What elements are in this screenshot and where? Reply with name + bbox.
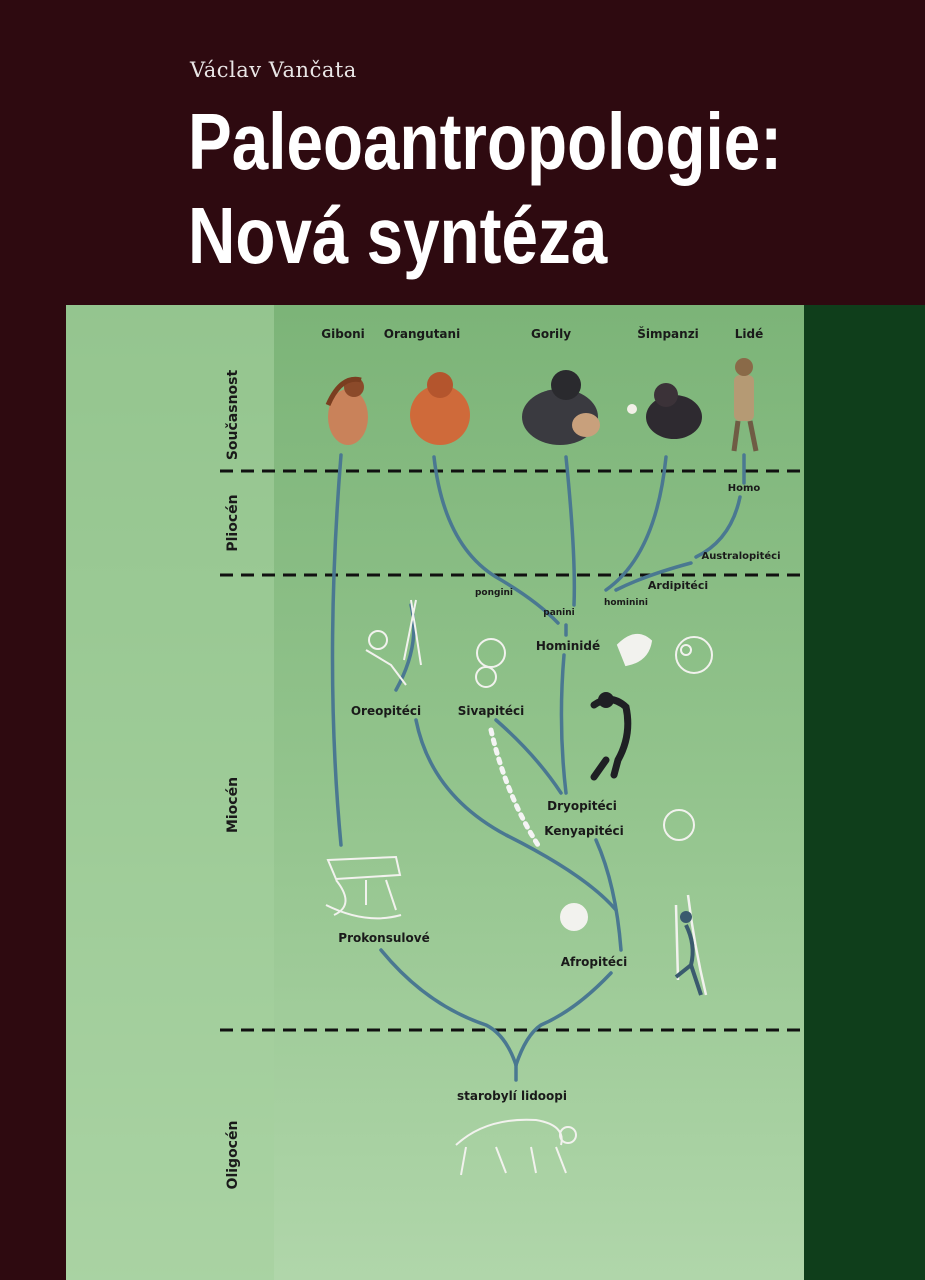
oreopithecus-skeleton-icon [365,599,422,686]
dryopithecus-figure-icon [590,692,632,781]
epoch-label-miocene: Miocén [225,777,241,833]
taxon-chimpanzees: Šimpanzi [637,326,699,341]
fossil-sketches [325,599,713,1176]
human-lineage-australopith [614,561,693,592]
chimpanzee-lineage [604,455,668,592]
orangutan-figure-icon [410,372,470,445]
afropithecine-lineage [514,971,613,1067]
label-panini: panini [543,608,575,618]
taxon-orangutans: Orangutani [384,327,460,341]
lineage-lines [330,453,746,1082]
label-australopithecines: Australopitéci [701,550,780,562]
title-line-2: Nová syntéza [188,191,608,280]
ancient-ape-skeleton-icon [455,1118,577,1176]
hominid-skull-icon [616,634,653,667]
author-name: Václav Vančata [190,58,357,82]
label-ardipithecines: Ardipitéci [648,579,708,592]
afropithecus-figure-icon [674,894,708,996]
gibbon-figure-icon [325,376,368,445]
epoch-label-present: Současnost [225,370,241,461]
label-oreopithecines: Oreopitéci [351,704,421,718]
epoch-label-oligocene: Oligocén [225,1121,241,1190]
taxon-humans: Lidé [735,327,764,341]
epoch-label-pliocene: Pliocén [225,494,241,551]
book-title: Paleoantropologie: Nová syntéza [188,95,782,283]
label-dryopithecines: Dryopitéci [547,799,617,813]
sivapithecus-skull-icon [475,638,506,688]
cover-top-band [0,0,925,305]
afropithecine-skull-icon [560,903,588,931]
label-afropithecines: Afropitéci [561,955,627,969]
label-hominidae: Hominidé [536,639,600,653]
sivapithecus-dotted-lineage [488,727,541,848]
kenyapithecus-lineage [594,838,623,952]
gorilla-figure-icon [522,370,600,445]
cover-left-band [0,305,66,1280]
proconsul-skeleton-icon [325,855,402,920]
label-kenyapithecines: Kenyapitéci [544,824,624,838]
cover-right-band [804,305,925,1280]
phylogeny-diagram: Současnost Pliocén Miocén Oligocén Gibon… [66,305,804,1280]
human-lineage-homo [694,495,742,559]
gibbon-lineage [330,453,343,847]
taxon-gibbons: Giboni [321,327,364,341]
label-hominini: hominini [604,598,648,608]
gorilla-lineage [564,455,577,607]
label-ancient-apes: starobylí lidoopi [457,1089,567,1103]
label-homo: Homo [728,483,761,494]
orangutan-lineage [432,455,560,625]
chimpanzee-figure-icon [627,383,702,439]
sivapithecus-to-dryopithecus [494,718,563,795]
hominid-trunk [559,653,568,795]
label-ponginae: pongini [475,588,513,598]
label-proconsulids: Prokonsulové [338,931,429,945]
kenyapithecus-jaw-icon [663,809,695,841]
epoch-column [66,305,274,1280]
hominid-skull-2-icon [675,636,713,674]
oreopithecus-lineage [414,718,618,912]
taxon-gorillas: Gorily [531,327,571,341]
title-line-1: Paleoantropologie: [188,97,783,186]
human-figure-icon [731,358,759,452]
present-ape-figures [325,358,759,452]
label-sivapithecines: Sivapitéci [458,704,524,718]
proconsulid-lineage [379,948,518,1067]
epoch-dividers [220,469,804,1032]
